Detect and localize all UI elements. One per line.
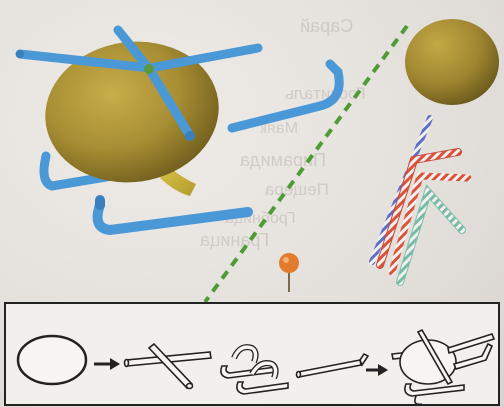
assembly-steps-panel — [4, 302, 500, 406]
helicopter-outline-icon — [392, 330, 494, 404]
arrow-icon — [94, 358, 120, 370]
assembly-steps-diagram — [6, 304, 498, 404]
dashed-divider — [205, 26, 407, 302]
helicopter-model — [16, 30, 339, 230]
skid-icon — [221, 347, 288, 394]
cross-icon — [125, 344, 212, 389]
push-pin — [279, 253, 299, 292]
tail-straw-icon — [297, 354, 369, 378]
dough-ball — [405, 19, 499, 105]
arrow-icon — [366, 364, 388, 376]
straws-group — [372, 118, 468, 282]
dough-ball-icon — [18, 336, 86, 384]
